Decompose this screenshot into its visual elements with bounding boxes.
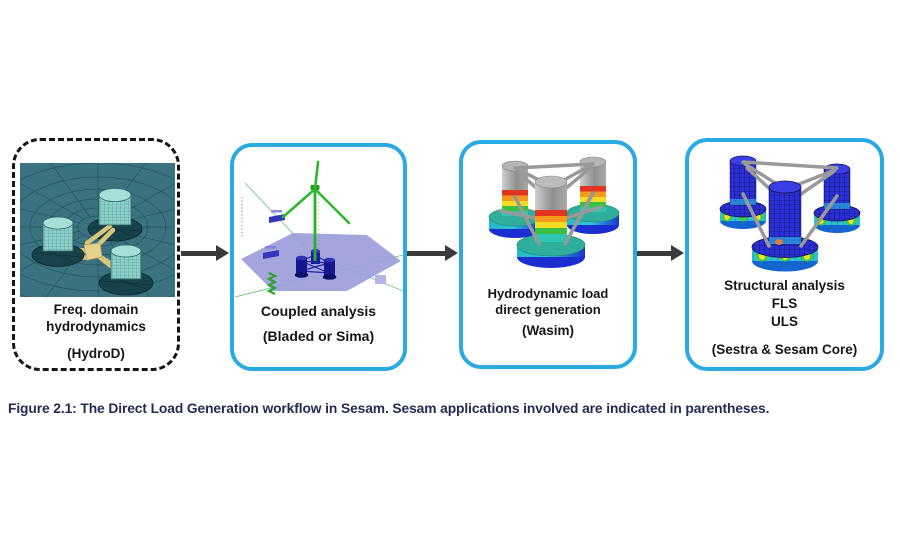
flow-arrow-2 [407, 245, 458, 261]
step-label-line: direct generation [495, 301, 601, 317]
step-label-line: ULS [771, 314, 798, 329]
step-app-label: (Bladed or Sima) [262, 328, 375, 344]
step-label-line: FLS [771, 296, 798, 311]
structural-analysis-model-image [719, 155, 861, 272]
workflow-step-coupled-analysis: Coupled analysis (Bladed or Sima) [230, 143, 407, 371]
workflow-step-structural-analysis: Structural analysis FLS ULS (Sestra & Se… [685, 138, 884, 371]
coupled-analysis-turbine-image [235, 160, 404, 298]
figure-caption: Figure 2.1: The Direct Load Generation w… [8, 401, 770, 416]
step-label-line: Freq. domain [53, 302, 139, 317]
hydrod-panel-model-image [20, 163, 175, 297]
step-label-line: Structural analysis [724, 278, 845, 293]
workflow-step-wasim: Hydrodynamic load direct generation (Was… [459, 140, 637, 369]
workflow-step-hydrod: Freq. domain hydrodynamics (HydroD) [12, 138, 180, 371]
step-app-label: (HydroD) [67, 346, 125, 361]
step-app-label: (Wasim) [521, 323, 574, 338]
flow-arrow-1 [181, 245, 229, 261]
step-app-label: (Sestra & Sesam Core) [711, 342, 858, 357]
wasim-load-model-image [488, 156, 620, 268]
step-label-line: hydrodynamics [46, 319, 146, 334]
flow-arrow-3 [637, 245, 684, 261]
step-label-line: Hydrodynamic load [487, 286, 609, 301]
step-label-line: Coupled analysis [260, 303, 377, 319]
